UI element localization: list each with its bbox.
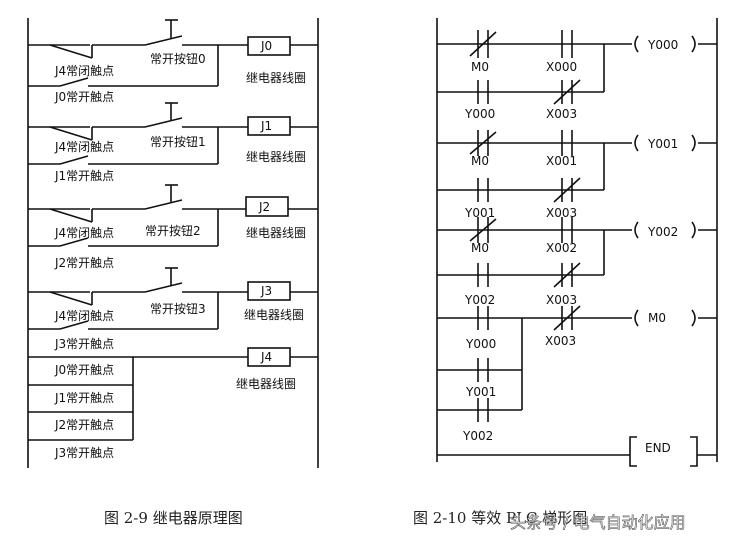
relay-button-label: 常开按钮2 xyxy=(145,223,201,238)
ladder-diagram: M0 X000 Y000 Y000 X003 M0 X001 Y001 Y001… xyxy=(413,18,718,527)
j4-contact-label: J2常开触点 xyxy=(54,418,114,432)
relay-button-label: 常开按钮0 xyxy=(150,51,206,66)
relay-coil-label: 继电器线圈 xyxy=(246,226,306,240)
coil-box-j3 xyxy=(247,281,291,301)
relay-button-label: 常开按钮1 xyxy=(150,134,206,149)
ladder-rung-y002: M0 X002 Y002 Y002 X003 xyxy=(437,217,717,307)
ladder-contact-label: X002 xyxy=(546,241,577,255)
coil-box-j0 xyxy=(247,36,291,56)
relay-rung-0: J4常闭触点 J0常开触点 常开按钮0 J0 继电器线圈 xyxy=(28,19,318,104)
ladder-coil-label: Y000 xyxy=(647,38,678,52)
ladder-rung-y000: M0 X000 Y000 Y000 X003 xyxy=(437,30,717,121)
ladder-contact-label: X003 xyxy=(545,334,576,348)
relay-rung-j4: J0常开触点 J1常开触点 J2常开触点 J3常开触点 J4 继电器线圈 xyxy=(28,347,318,460)
relay-no-contact-label: J2常开触点 xyxy=(54,256,114,270)
ladder-contact-label: X003 xyxy=(546,107,577,121)
ladder-contact-label: Y000 xyxy=(465,337,496,351)
relay-diagram: J4常闭触点 J0常开触点 常开按钮0 J0 继电器线圈 J4常闭触点 J1常开… xyxy=(27,18,319,527)
ladder-contact-label: Y001 xyxy=(464,206,495,220)
relay-no-contact-label: J1常开触点 xyxy=(54,169,114,183)
relay-coil-label: 继电器线圈 xyxy=(246,71,306,85)
ladder-contact-label: X000 xyxy=(546,60,577,74)
j4-contact-label: J1常开触点 xyxy=(54,391,114,405)
coil-box-j2 xyxy=(245,196,289,217)
relay-coil-name: J4 xyxy=(260,350,272,364)
ladder-diagram-caption: 图 2-10 等效 PLC 梯形图 xyxy=(413,509,587,527)
ladder-contact-label: Y002 xyxy=(462,429,493,443)
ladder-contact-label: M0 xyxy=(471,241,489,255)
relay-no-contact-label: J0常开触点 xyxy=(54,90,114,104)
ladder-coil-label: Y001 xyxy=(647,137,678,151)
relay-coil-name: J2 xyxy=(258,200,270,214)
relay-coil-label: 继电器线圈 xyxy=(244,308,304,322)
relay-coil-name: J0 xyxy=(260,39,272,53)
end-instruction-label: END xyxy=(645,441,671,455)
ladder-contact-label: Y001 xyxy=(465,385,496,399)
coil-box-j1 xyxy=(247,116,291,136)
ladder-rung-end: END xyxy=(437,436,717,467)
ladder-coil-label: M0 xyxy=(648,311,666,325)
ladder-coil-label: Y002 xyxy=(647,225,678,239)
ladder-contact-label: M0 xyxy=(471,60,489,74)
watermark: 头条号 / 电气自动化应用 xyxy=(510,513,686,532)
relay-button-label: 常开按钮3 xyxy=(150,301,206,316)
relay-rung-1: J4常闭触点 J1常开触点 常开按钮1 J1 继电器线圈 xyxy=(28,102,318,183)
relay-nc-contact-label: J4常闭触点 xyxy=(54,226,114,240)
ladder-rung-y001: M0 X001 Y001 Y001 X003 xyxy=(437,130,717,220)
ladder-contact-label: X003 xyxy=(546,206,577,220)
j4-contact-label: J3常开触点 xyxy=(54,446,114,460)
relay-coil-name: J1 xyxy=(260,119,272,133)
ladder-contact-label: Y002 xyxy=(464,293,495,307)
relay-rung-3: J4常闭触点 J3常开触点 常开按钮3 J3 继电器线圈 xyxy=(28,267,318,351)
nc-contact-symbol xyxy=(49,44,93,59)
j4-contact-label: J0常开触点 xyxy=(54,363,114,377)
relay-coil-label: 继电器线圈 xyxy=(246,150,306,164)
relay-coil-name: J3 xyxy=(260,284,272,298)
ladder-contact-label: M0 xyxy=(471,154,489,168)
ladder-contact-label: Y000 xyxy=(464,107,495,121)
relay-nc-contact-label: J4常闭触点 xyxy=(54,309,114,323)
relay-no-contact-label: J3常开触点 xyxy=(54,337,114,351)
relay-nc-contact-label: J4常闭触点 xyxy=(54,64,114,78)
ladder-rung-m0: Y000 X003 M0 Y001 Y002 xyxy=(437,305,717,443)
relay-nc-contact-label: J4常闭触点 xyxy=(54,140,114,154)
relay-coil-label: 继电器线圈 xyxy=(236,377,296,391)
ladder-contact-label: X001 xyxy=(546,154,577,168)
pushbutton-symbol xyxy=(144,35,183,46)
relay-rung-2: J4常闭触点 J2常开触点 常开按钮2 J2 继电器线圈 xyxy=(28,184,318,270)
ladder-contact-label: X003 xyxy=(546,293,577,307)
relay-diagram-caption: 图 2-9 继电器原理图 xyxy=(104,509,243,527)
